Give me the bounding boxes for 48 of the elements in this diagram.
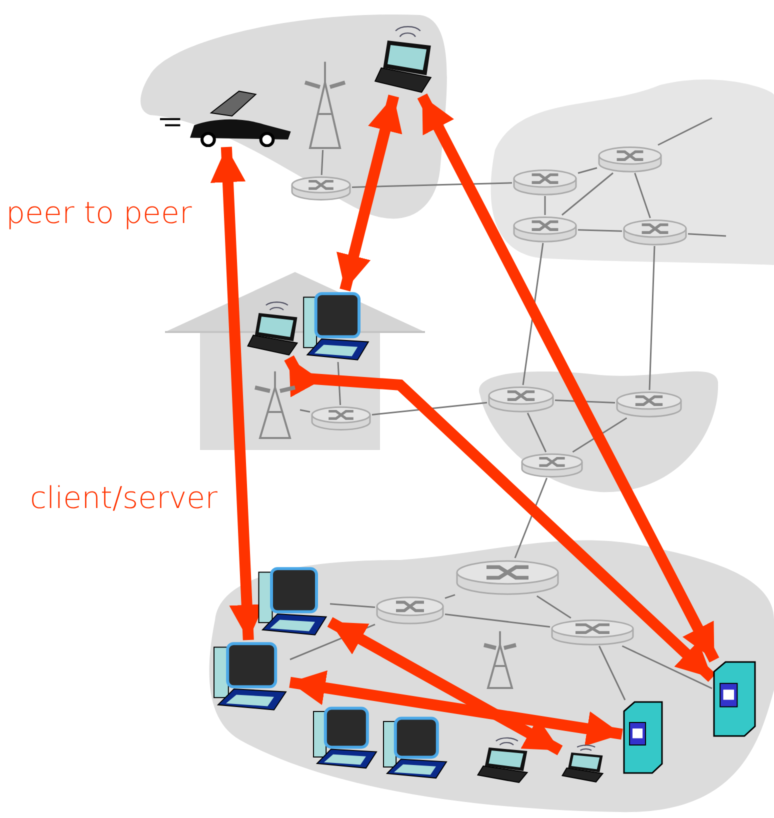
server-drawing — [622, 700, 664, 775]
network-link — [544, 196, 546, 215]
network-link — [648, 246, 656, 390]
network-link — [526, 412, 547, 452]
double-arrow — [284, 355, 716, 682]
router-drawing — [512, 215, 578, 243]
network-link — [658, 117, 712, 146]
router-drawing — [520, 452, 584, 478]
network-link — [536, 595, 572, 619]
router-drawing — [550, 618, 635, 646]
network-link — [352, 182, 512, 188]
network-link — [300, 409, 310, 413]
router-drawing — [310, 405, 372, 431]
router-drawing — [375, 595, 445, 625]
network-link — [514, 478, 548, 558]
router-drawing — [615, 390, 683, 418]
network-link — [522, 242, 544, 386]
network-link — [444, 613, 550, 628]
network-link — [330, 603, 376, 608]
network-link — [598, 646, 626, 700]
network-link — [572, 417, 628, 453]
region-label: client/server — [30, 481, 218, 516]
network-link — [444, 594, 456, 599]
network-link — [578, 229, 622, 232]
network-link — [688, 233, 726, 237]
region-label: peer to peer — [6, 196, 192, 231]
router-drawing — [622, 218, 688, 246]
server-drawing — [712, 660, 757, 738]
desktop-computer-drawing — [310, 705, 380, 770]
network-link — [372, 402, 488, 416]
desktop-computer-drawing — [380, 715, 450, 780]
double-arrow — [417, 93, 720, 663]
router-drawing — [597, 145, 663, 173]
double-arrow — [336, 94, 402, 292]
network-link — [320, 150, 324, 176]
desktop-computer-drawing — [300, 290, 372, 362]
double-arrow — [289, 670, 623, 746]
router-drawing — [290, 175, 352, 201]
router-drawing — [487, 385, 555, 413]
network-link — [622, 645, 712, 690]
router-drawing — [512, 168, 578, 196]
network-link — [578, 167, 598, 174]
laptop-drawing — [560, 742, 605, 784]
router-drawing — [455, 558, 560, 596]
network-link — [634, 172, 651, 218]
network-link — [562, 172, 614, 216]
laptop-drawing — [475, 735, 530, 785]
double-arrow — [327, 617, 563, 756]
